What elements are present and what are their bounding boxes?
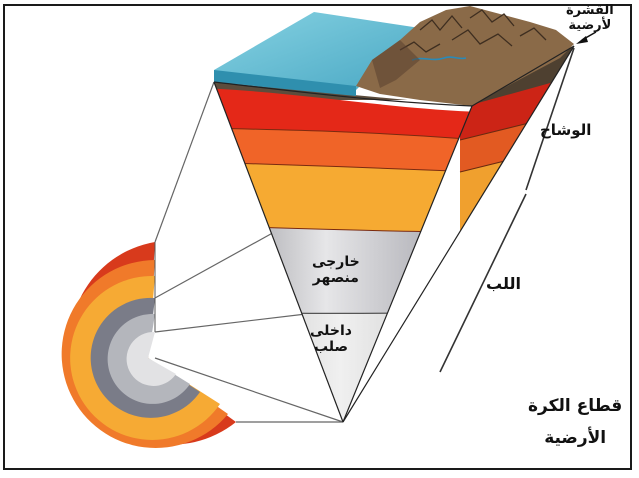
outer-core-label-line-2: منصهر bbox=[312, 270, 360, 286]
earth-hemisphere bbox=[62, 242, 236, 448]
inner-core-label-line-1: داخلى bbox=[310, 323, 352, 339]
outer-core-label: خارجى منصهر bbox=[312, 254, 360, 286]
inner-core-label: داخلى صلب bbox=[310, 323, 352, 355]
crust-label-line-1: القشرة bbox=[566, 4, 614, 19]
front-face bbox=[200, 60, 500, 430]
mantle-label: الوشاح bbox=[540, 122, 591, 139]
diagram-title-line-1: قطاع الكرة bbox=[528, 390, 622, 422]
front-mantle-lower bbox=[200, 162, 480, 232]
diagram-title: قطاع الكرة الأرضية bbox=[528, 390, 622, 455]
outer-core-label-line-1: خارجى bbox=[312, 254, 360, 270]
crust-label-line-2: لأرضية bbox=[566, 19, 614, 34]
diagram-title-line-2: الأرضية bbox=[528, 422, 622, 454]
inner-core-label-line-2: صلب bbox=[310, 339, 352, 355]
side-outer-core bbox=[460, 196, 590, 312]
crust-label: القشرة لأرضية bbox=[566, 4, 614, 34]
core-label: اللب bbox=[486, 275, 521, 293]
